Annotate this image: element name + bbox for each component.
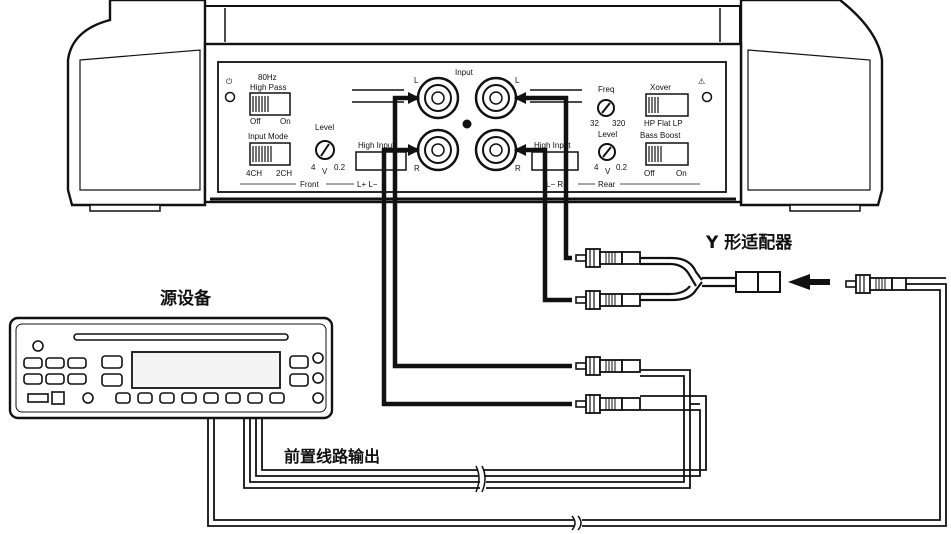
warning-icon: ⚠	[698, 77, 705, 86]
power-icon: ⏻	[226, 77, 233, 86]
high-pass-label: High Pass	[250, 83, 286, 92]
level-left-min: 4	[311, 163, 316, 172]
front-lr-label: L+ L−	[357, 180, 378, 189]
high-pass-switch[interactable]	[249, 92, 291, 116]
rca-jack-front-right[interactable]	[416, 128, 460, 172]
high-input-right-connector[interactable]	[531, 151, 579, 171]
xover-label: Xover	[650, 83, 671, 92]
rear-right-cable	[516, 147, 572, 303]
left-led-icon	[224, 91, 236, 103]
level-left-v: V	[322, 167, 328, 176]
source-device	[8, 316, 334, 420]
level-right-knob[interactable]	[598, 143, 616, 161]
freq-knob[interactable]	[597, 99, 615, 117]
high-pass-freq-label: 80Hz	[258, 73, 277, 82]
input-mode-switch[interactable]	[249, 142, 291, 166]
center-screw-icon	[462, 119, 472, 129]
bass-boost-label: Bass Boost	[640, 131, 681, 140]
rca-plug-source-input[interactable]	[845, 274, 907, 294]
left-button-group[interactable]	[23, 340, 123, 405]
level-right-v: V	[605, 167, 611, 176]
rear-left-cable	[516, 95, 572, 261]
high-input-left-label: High Input	[358, 141, 395, 150]
front-left-cable	[392, 95, 572, 369]
freq-label: Freq	[598, 85, 614, 94]
high-pass-off-label: Off	[250, 117, 261, 126]
high-input-right-label: High Input	[534, 141, 571, 150]
bass-boost-on-label: On	[676, 169, 687, 178]
rear-lr-label: L− R+	[546, 180, 568, 189]
rca-jack-front-left[interactable]	[416, 76, 460, 120]
jack-mark-rr: R	[515, 164, 521, 173]
rca-plug-y-right[interactable]	[575, 290, 641, 310]
preset-buttons[interactable]	[115, 392, 285, 404]
jack-mark-fl: L	[414, 76, 419, 85]
rca-jack-rear-right[interactable]	[474, 128, 518, 172]
cd-slot	[73, 333, 289, 341]
insert-arrow-icon	[788, 274, 830, 290]
source-device-label: 源设备	[160, 288, 212, 309]
level-right-label: Level	[598, 130, 617, 139]
high-input-left-connector[interactable]	[355, 151, 407, 171]
amplifier: ⏻ ⚠ 80Hz High Pass Off On Input Mode	[66, 0, 884, 212]
display-screen	[131, 351, 281, 389]
rca-jack-rear-left[interactable]	[474, 76, 518, 120]
jack-mark-fr: R	[414, 164, 420, 173]
high-pass-on-label: On	[280, 117, 291, 126]
level-left-max: 0.2	[334, 163, 346, 172]
freq-max: 320	[612, 119, 626, 128]
preamp-output-label: 前置线路输出	[284, 447, 380, 466]
mode-2ch-label: 2CH	[276, 169, 292, 178]
input-mode-label: Input Mode	[248, 132, 289, 141]
xover-switch[interactable]	[645, 93, 689, 117]
rear-label: Rear	[598, 180, 616, 189]
y-adapter-label: Y 形适配器	[705, 232, 793, 253]
bass-boost-switch[interactable]	[645, 142, 689, 166]
front-label: Front	[300, 180, 319, 189]
right-led-icon	[701, 91, 713, 103]
jack-mark-rl: L	[515, 76, 520, 85]
xover-modes-label: HP Flat LP	[644, 119, 683, 128]
bass-boost-off-label: Off	[644, 169, 655, 178]
level-right-max: 0.2	[616, 163, 628, 172]
level-right-min: 4	[594, 163, 599, 172]
freq-min: 32	[590, 119, 599, 128]
rca-plug-y-left[interactable]	[575, 248, 641, 268]
input-title: Input	[455, 68, 474, 77]
level-left-label: Level	[315, 123, 334, 132]
right-button-group[interactable]	[289, 352, 324, 404]
rca-plug-front-right[interactable]	[575, 394, 641, 414]
level-left-knob[interactable]	[315, 140, 335, 160]
rca-plug-front-left[interactable]	[575, 356, 641, 376]
cables	[207, 92, 947, 531]
mode-4ch-label: 4CH	[246, 169, 262, 178]
